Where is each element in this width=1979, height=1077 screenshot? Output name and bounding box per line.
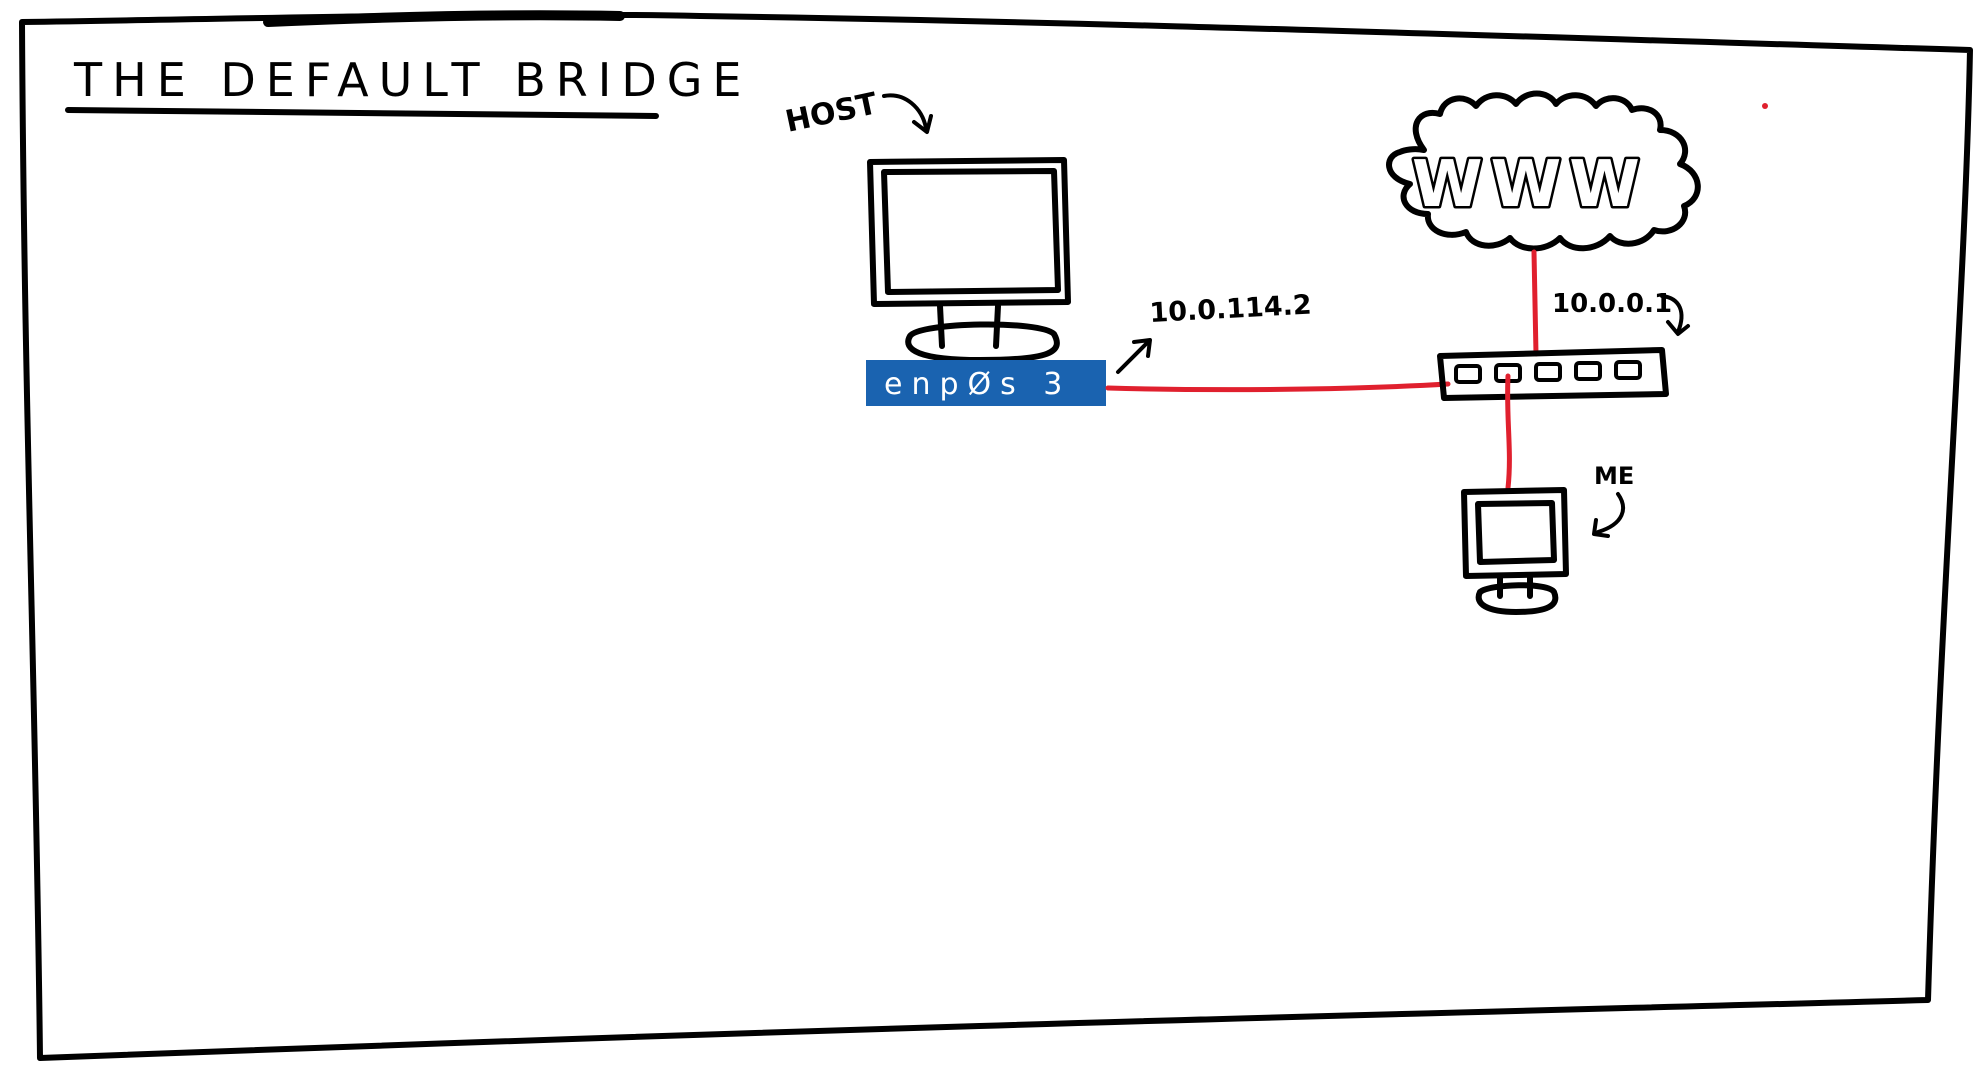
wire-cloud-to-switch xyxy=(1531,249,1539,357)
cloud-label: WWW xyxy=(1412,148,1648,222)
switch-port-5 xyxy=(1614,360,1642,380)
page-title: THE DEFAULT BRIDGE xyxy=(73,53,751,107)
interface-bar xyxy=(866,360,1106,406)
host-label: HOST xyxy=(782,86,880,140)
switch-port-3 xyxy=(1534,362,1562,382)
host-monitor-frame xyxy=(867,157,1071,307)
host-computer xyxy=(867,157,1071,363)
host-arrow-icon xyxy=(882,93,933,134)
wire-host-to-switch xyxy=(1105,381,1451,393)
me-computer xyxy=(1461,487,1569,615)
cloud-outline xyxy=(1386,90,1701,252)
switch-port-1 xyxy=(1454,364,1482,384)
internet-cloud: WWW xyxy=(1386,90,1701,252)
host-ip-arrow-icon xyxy=(1116,338,1152,374)
frame-thick-accent xyxy=(263,10,625,27)
wire-switch-to-me xyxy=(1505,373,1512,491)
stray-ink-dot xyxy=(1762,103,1768,109)
gateway-ip-label: 10.0.0.1 xyxy=(1552,289,1672,319)
switch-body xyxy=(1437,347,1669,401)
me-arrow-icon xyxy=(1592,492,1625,538)
board-frame xyxy=(19,11,1973,1061)
me-monitor-screen xyxy=(1475,500,1557,565)
network-switch xyxy=(1437,347,1669,401)
me-label: ME xyxy=(1594,462,1634,490)
host-monitor-screen xyxy=(881,168,1061,295)
host-ip-label: 10.0.114.2 xyxy=(1149,290,1313,329)
title-underline xyxy=(65,107,659,119)
switch-port-4 xyxy=(1574,361,1602,381)
me-monitor-base xyxy=(1475,582,1559,615)
gateway-arrow-icon xyxy=(1660,294,1690,336)
interface-label: enpØs 3 xyxy=(884,367,1071,402)
me-monitor-frame xyxy=(1461,487,1569,579)
host-monitor-base xyxy=(905,321,1060,363)
